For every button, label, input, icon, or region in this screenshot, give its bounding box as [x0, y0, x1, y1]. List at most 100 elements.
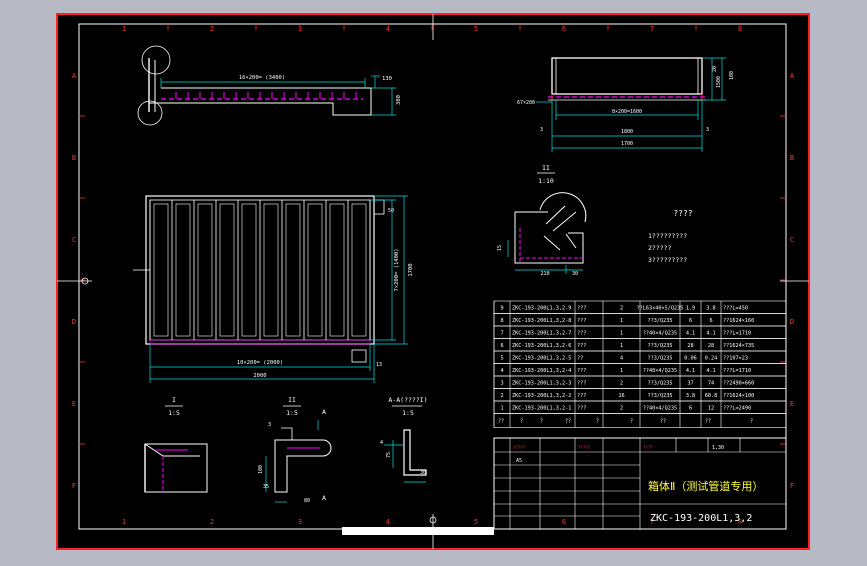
table-cell: ??L63×40×5/Q235 [637, 306, 684, 312]
zone-ticks [79, 24, 786, 445]
table-cell: ??3/Q235 [648, 318, 673, 324]
zone-label-row-E-right: E [790, 400, 794, 408]
slat-panel [263, 203, 279, 337]
zone-label-col-4-top: 4 [386, 25, 390, 33]
slat-panel [307, 203, 323, 337]
plan-view-bottom-cap [351, 349, 367, 363]
plan-view-slats [149, 200, 371, 340]
side-view-dim-bottom-3: 1700 [621, 141, 633, 147]
section-aa-outline [403, 429, 427, 476]
top-view-fins [175, 92, 357, 99]
table-cell: 1.9 [686, 306, 695, 312]
scale-strip [342, 527, 494, 535]
zone-label-col-6-bottom: 6 [562, 518, 566, 526]
table-cell: ???L=450 [723, 306, 748, 312]
table-cell: 2 [500, 393, 503, 399]
table-cell: 28 [687, 343, 693, 349]
detail-2-arc [539, 192, 587, 223]
zone-label-col-2-bottom: 2 [210, 518, 214, 526]
table-cell: 3 [500, 381, 503, 387]
table-cell: ??? [577, 331, 586, 337]
side-view-dim-left: 67×200 [517, 100, 535, 106]
zone-label-col-1-bottom: 1 [122, 518, 126, 526]
table-cell: 1 [620, 368, 623, 374]
section-2-outline [274, 439, 332, 493]
slat-panel [153, 203, 169, 337]
table-cell: ZKC-193-200L1,3,2-1 [512, 406, 571, 412]
zone-label-row-F-left: F [72, 482, 76, 490]
plan-view-dim-bottom-1: 10×200= (2000) [237, 360, 283, 366]
plan-view-dimensions [149, 195, 408, 383]
plan-view-dim-right-3: 50 [388, 208, 394, 214]
table-cell: 4 [620, 356, 623, 362]
table-cell: 2 [620, 381, 623, 387]
notes-line-1: 1????????? [648, 232, 687, 240]
svg-text:?????: ????? [513, 445, 526, 450]
table-cell: ??3/Q235 [648, 393, 673, 399]
table-header-cell: ?? [705, 419, 711, 425]
zone-label-row-A-right: A [790, 72, 795, 80]
table-cell: ZKC-193-200L1,3,2-5 [512, 356, 571, 362]
table-cell: 12 [708, 406, 714, 412]
table-cell: 9 [500, 306, 503, 312]
slat-panel [285, 203, 301, 337]
table-cell: 5 [500, 356, 503, 362]
section-2-dim-side: 35 [263, 484, 269, 490]
table-cell: 3.8 [686, 393, 695, 399]
table-cell: ??2490×660 [723, 381, 754, 387]
slat-panel [219, 203, 235, 337]
zone-label-row-D-right: D [790, 318, 794, 326]
top-view-length-dim: 16×200= (3400) [239, 75, 285, 81]
table-cell: ??? [577, 393, 586, 399]
svg-text:?????: ????? [578, 445, 591, 450]
svg-text:????: ???? [643, 445, 653, 450]
table-cell: ??? [577, 406, 586, 412]
section-aa: A-A(????I) 1:5 75 30 4 [380, 396, 428, 483]
detail-2-title: II [542, 164, 550, 172]
zone-label-row-B-right: B [790, 154, 794, 162]
table-cell: ???L=1710 [723, 368, 751, 374]
table-cell: 4.1 [706, 331, 715, 337]
table-cell: ZKC-193-200L1,3,2-2 [512, 393, 571, 399]
side-view-dim-bottom-2: 1800 [621, 129, 633, 135]
table-cell: 3.8 [706, 306, 715, 312]
table-cell: ??? [577, 368, 586, 374]
slat-panel [175, 203, 191, 337]
notes-line-3: 3????????? [648, 256, 687, 264]
section-aa-dim-3: 4 [380, 440, 383, 446]
table-cell: ??40×4/Q235 [643, 331, 677, 337]
table-header-cell: ?? [498, 419, 504, 425]
table-cell: 2 [620, 306, 623, 312]
zone-label-col-7-bottom: 7 [650, 518, 654, 526]
table-cell: 6 [500, 343, 503, 349]
table-cell: ??1624×160 [723, 318, 754, 324]
table-cell: 8 [500, 318, 503, 324]
title-block: ????? ????? ???? A5 1,30 箱体Ⅱ（测试管道专用） ZKC… [493, 437, 787, 530]
zone-label-row-B-left: B [72, 154, 76, 162]
table-cell: 28 [708, 343, 714, 349]
table-cell: ??? [577, 381, 586, 387]
table-cell: ?? [577, 356, 583, 362]
table-cell: 1 [500, 406, 503, 412]
section-aa-scale: 1:5 [402, 409, 414, 417]
table-header-cell: ? [750, 419, 753, 425]
drawing-number: ZKC-193-200L1,3,2 [650, 513, 752, 524]
top-view-baseplate [149, 87, 372, 116]
section-2-dim-left: 100 [258, 465, 264, 474]
table-cell: 1 [620, 331, 623, 337]
table-cell: ZKC-193-200L1,3,2-6 [512, 343, 571, 349]
zone-label-col-3-top: 3 [298, 25, 302, 33]
top-view-dim-right-2: 380 [396, 95, 402, 105]
section-2-dim-top: 3 [268, 422, 271, 428]
notes-heading: ???? [673, 209, 692, 218]
table-cell: ??? [577, 318, 586, 324]
detail-circle-bottom [137, 100, 163, 126]
table-cell: ZKC-193-200L1,3,2-4 [512, 368, 571, 374]
section-1: I 1:5 [144, 396, 208, 493]
slat-panel [241, 203, 257, 337]
table-header-cell: ? [520, 419, 523, 425]
section-2-title: II [288, 396, 296, 404]
side-view-dimensions [536, 57, 726, 152]
